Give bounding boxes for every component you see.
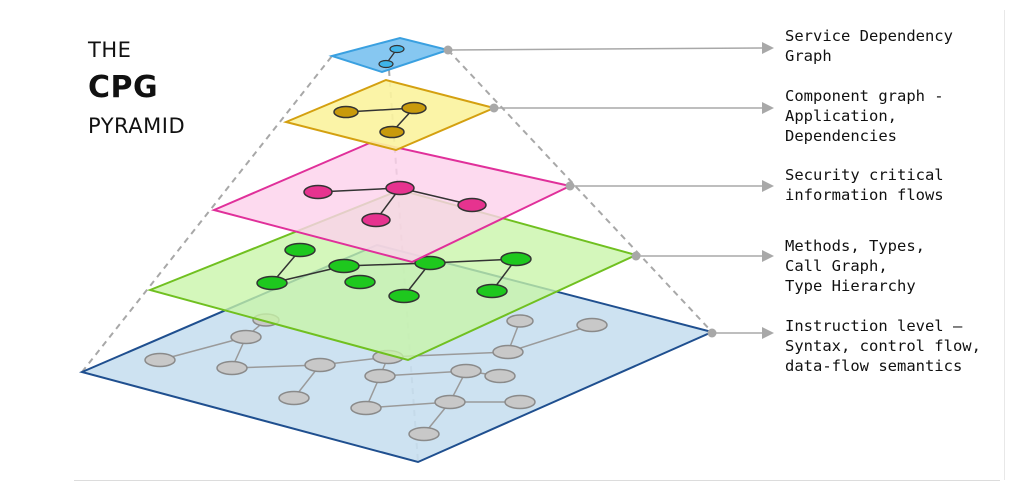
graph-node (492, 344, 524, 360)
bottom-rule (74, 480, 1000, 481)
graph-node (333, 105, 359, 119)
graph-node (344, 274, 376, 290)
instruction-nodes (144, 313, 608, 442)
layer-plane-component (282, 78, 498, 152)
graph-node (328, 258, 360, 274)
layer-service (328, 36, 452, 74)
graph-node (401, 101, 427, 115)
graph-node (414, 255, 446, 271)
arrow-methods (631, 250, 774, 262)
label-security-flows: Security critical information flows (785, 166, 944, 204)
graph-node (256, 275, 288, 291)
methods-nodes (256, 242, 532, 304)
label-methods-types: Methods, Types, Call Graph, Type Hierarc… (785, 237, 925, 295)
graph-node (484, 368, 516, 384)
graph-node (408, 426, 440, 442)
label-instruction-level: Instruction level – Syntax, control flow… (785, 317, 981, 375)
arrow-security (565, 180, 774, 192)
service-nodes (378, 44, 405, 69)
graph-node (576, 317, 608, 333)
graph-node (230, 329, 262, 345)
graph-node (303, 184, 333, 200)
graph-node (500, 251, 532, 267)
component-nodes (333, 101, 427, 139)
right-rule (1004, 10, 1005, 480)
title-pyramid: PYRAMID (88, 114, 186, 138)
layer-component (282, 78, 498, 152)
graph-node (379, 125, 405, 139)
label-service-dependency: Service Dependency Graph (785, 27, 953, 65)
guide-right (447, 49, 713, 333)
graph-node (304, 357, 336, 373)
graph-node (350, 400, 382, 416)
title-the: THE (88, 38, 132, 62)
graph-node (278, 390, 310, 406)
graph-node (364, 368, 396, 384)
pyramid-guides (81, 49, 713, 463)
graph-node (388, 288, 420, 304)
arrow-component (489, 102, 774, 114)
graph-node (361, 212, 391, 228)
title-cpg: CPG (88, 70, 159, 105)
graph-node (476, 283, 508, 299)
graph-node (216, 360, 248, 376)
security-nodes (303, 180, 487, 228)
graph-node (506, 314, 534, 328)
graph-node (504, 394, 536, 410)
graph-node (144, 352, 176, 368)
graph-node (434, 394, 466, 410)
label-component-graph: Component graph - Application, Dependenc… (785, 87, 944, 145)
graph-node (389, 44, 405, 54)
graph-node (385, 180, 415, 196)
graph-node (284, 242, 316, 258)
arrow-instruction (707, 327, 774, 339)
graph-node (457, 197, 487, 213)
guide-left (81, 55, 333, 373)
arrow-service (443, 42, 774, 55)
graph-node (378, 59, 394, 69)
connector-arrows (443, 42, 774, 339)
graph-node (450, 363, 482, 379)
